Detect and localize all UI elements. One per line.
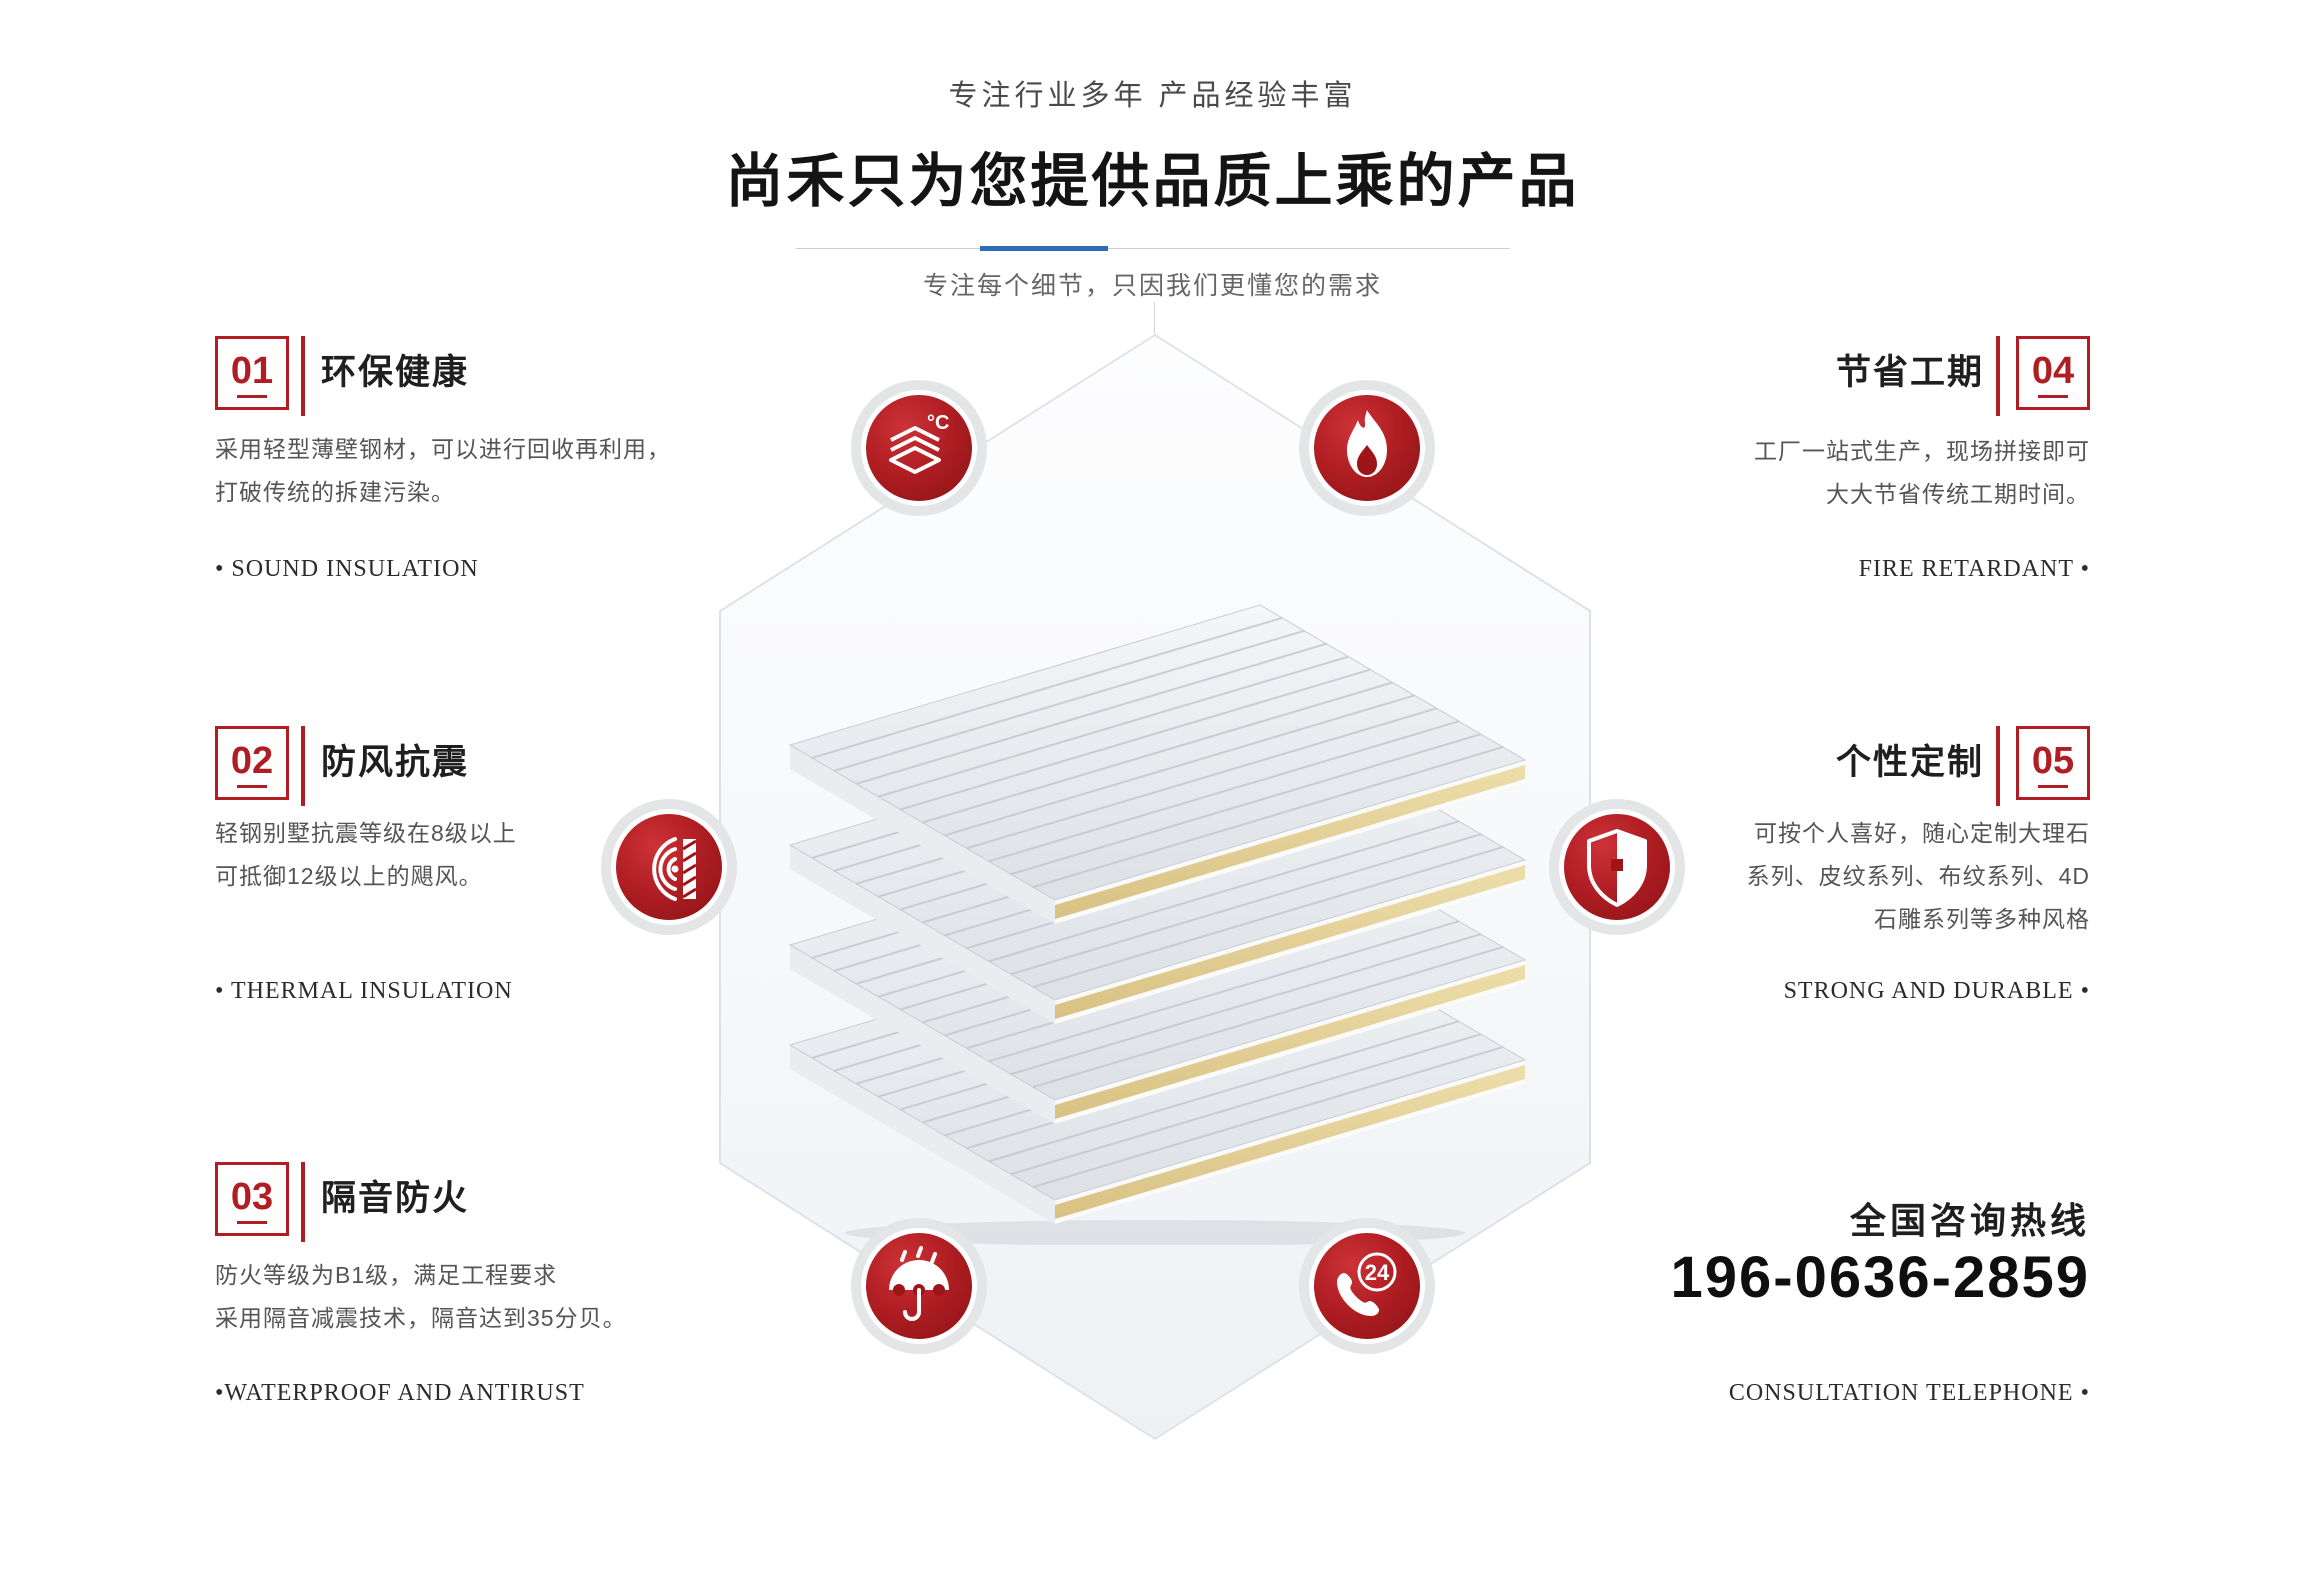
- icon-circle: [1309, 390, 1425, 506]
- waterproof-icon: [851, 1218, 987, 1354]
- feature-number: 01: [230, 349, 274, 392]
- celsius-label: °C: [927, 412, 949, 434]
- thermal-insulation-icon: °C: [851, 380, 987, 516]
- feature-number: 02: [230, 739, 274, 782]
- tagline: 专注行业多年 产品经验丰富: [948, 80, 1357, 112]
- icon-circle: °C: [861, 390, 977, 506]
- desc-line: 工厂一站式生产，现场拼接即可: [1754, 438, 2090, 464]
- desc-line: 打破传统的拆建污染。: [215, 479, 455, 505]
- feature-title: 节省工期: [1835, 353, 1984, 392]
- feature-01-number-box: 01: [215, 336, 289, 410]
- icon-circle: [1559, 809, 1675, 925]
- feature-05-caption-en: STRONG AND DURABLE •: [1783, 978, 2090, 1004]
- badge-24: 24: [1365, 1260, 1390, 1285]
- feature-04-description: 工厂一站式生产，现场拼接即可 大大节省传统工期时间。: [1754, 430, 2090, 516]
- feature-03-header: 03 隔音防火: [215, 1162, 469, 1244]
- feature-03-description: 防火等级为B1级，满足工程要求 采用隔音减震技术，隔音达到35分贝。: [215, 1254, 627, 1340]
- number-underline: [237, 1220, 267, 1224]
- shield-durable-icon: [1549, 799, 1685, 935]
- divider-line: [795, 248, 1510, 249]
- feature-title: 隔音防火: [321, 1179, 470, 1218]
- feature-01-header: 01 环保健康: [215, 336, 469, 418]
- number-underline: [2038, 394, 2068, 398]
- feature-number: 05: [2031, 739, 2075, 782]
- feature-title: 个性定制: [1835, 743, 1984, 782]
- feature-05-header: 个性定制 05: [1836, 726, 2090, 808]
- desc-line: 防火等级为B1级，满足工程要求: [215, 1262, 558, 1288]
- feature-03-number-box: 03: [215, 1162, 289, 1236]
- red-divider-line: [301, 726, 305, 806]
- hotline-phone-number: 196-0636-2859: [1670, 1245, 2090, 1310]
- divider-accent: [979, 246, 1108, 251]
- feature-04-caption-en: FIRE RETARDANT •: [1858, 556, 2090, 582]
- desc-line: 轻钢别墅抗震等级在8级以上: [215, 820, 517, 846]
- feature-title: 环保健康: [321, 353, 470, 392]
- feature-number: 03: [230, 1175, 274, 1218]
- feature-02-number-box: 02: [215, 726, 289, 800]
- feature-03-caption-en: •WATERPROOF AND ANTIRUST: [215, 1380, 585, 1406]
- sound-insulation-icon: [601, 799, 737, 935]
- desc-line: 大大节省传统工期时间。: [1826, 481, 2090, 507]
- hotline-caption-en: CONSULTATION TELEPHONE •: [1728, 1380, 2090, 1406]
- desc-line: 系列、皮纹系列、布纹系列、4D: [1746, 863, 2090, 889]
- feature-04-header: 节省工期 04: [1836, 336, 2090, 418]
- feature-02-description: 轻钢别墅抗震等级在8级以上 可抵御12级以上的飓风。: [215, 812, 517, 898]
- feature-01-description: 采用轻型薄壁钢材，可以进行回收再利用， 打破传统的拆建污染。: [215, 428, 671, 514]
- title-divider: [795, 246, 1510, 251]
- red-divider-line: [1996, 336, 2000, 416]
- hexagon-connector-line: [1154, 302, 1155, 334]
- icon-circle: 24: [1309, 1228, 1425, 1344]
- desc-line: 采用隔音减震技术，隔音达到35分贝。: [215, 1305, 627, 1331]
- red-divider-line: [1996, 726, 2000, 806]
- feature-01-caption-en: • SOUND INSULATION: [215, 556, 479, 582]
- feature-02-caption-en: • THERMAL INSULATION: [215, 978, 513, 1004]
- number-underline: [237, 784, 267, 788]
- feature-04-number-box: 04: [2016, 336, 2090, 410]
- red-divider-line: [301, 336, 305, 416]
- desc-line: 采用轻型薄壁钢材，可以进行回收再利用，: [215, 436, 671, 462]
- feature-title: 防风抗震: [321, 743, 470, 782]
- page-title: 尚禾只为您提供品质上乘的产品: [725, 149, 1580, 214]
- number-underline: [2038, 784, 2068, 788]
- subtitle: 专注每个细节，只因我们更懂您的需求: [922, 272, 1382, 300]
- sandwich-panel-product-image: [789, 604, 1526, 1245]
- desc-line: 可按个人喜好，随心定制大理石: [1754, 820, 2090, 846]
- red-divider-line: [301, 1162, 305, 1242]
- number-underline: [237, 394, 267, 398]
- feature-05-description: 可按个人喜好，随心定制大理石 系列、皮纹系列、布纹系列、4D 石雕系列等多种风格: [1747, 812, 2090, 941]
- icon-circle: [611, 809, 727, 925]
- fire-retardant-icon: [1299, 380, 1435, 516]
- hotline-label: 全国咨询热线: [1849, 1200, 2090, 1241]
- hotline-24h-icon: 24: [1299, 1218, 1435, 1354]
- desc-line: 石雕系列等多种风格: [1874, 906, 2090, 932]
- icon-circle: [861, 1228, 977, 1344]
- feature-number: 04: [2031, 349, 2075, 392]
- feature-05-number-box: 05: [2016, 726, 2090, 800]
- feature-02-header: 02 防风抗震: [215, 726, 469, 808]
- desc-line: 可抵御12级以上的飓风。: [215, 863, 483, 889]
